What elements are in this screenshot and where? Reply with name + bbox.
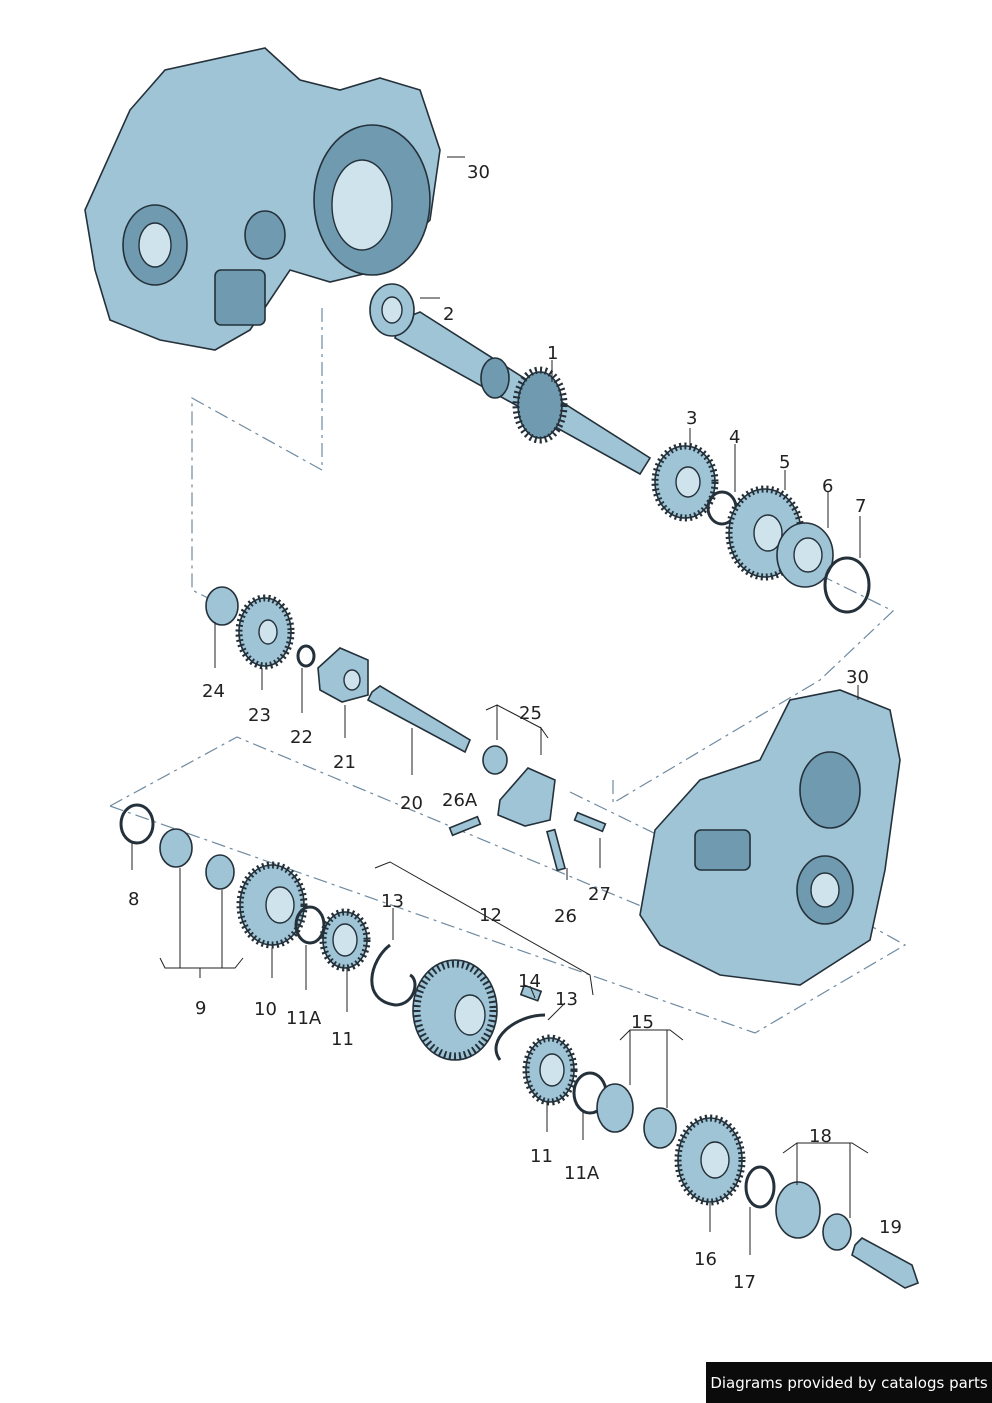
needle-bearing-15 [596,1083,677,1149]
circlip-22 [296,644,316,668]
synchro-ring-11b [522,1034,578,1106]
callout-11-lower: 11 [530,1146,553,1167]
gear-3 [651,442,719,522]
leader-lines [131,156,869,1255]
bolt-27 [573,811,607,833]
callout-11A-lower: 11A [564,1163,600,1184]
gearbox-housing-top [84,47,441,351]
callout-4: 4 [729,427,740,448]
callout-18: 18 [809,1126,832,1147]
assembly-lines [109,308,907,1034]
spring-13b [494,1013,546,1061]
callout-14: 14 [518,971,541,992]
callout-26: 26 [554,906,577,927]
callout-5: 5 [779,452,790,473]
ring-11A [294,905,326,945]
callout-13-right: 13 [555,989,578,1010]
callout-13-left: 13 [381,891,404,912]
callout-1: 1 [547,343,558,364]
callout-11A: 11A [286,1008,322,1029]
callout-26A: 26A [442,790,478,811]
callout-30-rear: 30 [846,667,869,688]
callout-12: 12 [479,905,502,926]
callout-19: 19 [879,1217,902,1238]
gear-10 [236,861,308,949]
callout-labels: 30 2 1 3 4 5 6 7 24 23 22 21 20 25 26A 2… [128,162,902,1293]
callout-20: 20 [400,793,423,814]
callout-2: 2 [443,304,454,325]
callout-3: 3 [686,408,697,429]
needle-bearing-9 [159,828,235,890]
callout-6: 6 [822,476,833,497]
synchro-hub-12 [412,959,498,1061]
spring-13 [370,943,417,1007]
callout-15: 15 [631,1012,654,1033]
shift-piece [497,767,556,827]
callout-27: 27 [588,884,611,905]
bush-25 [482,745,508,775]
callout-16: 16 [694,1249,717,1270]
synchro-ring-11 [319,908,371,972]
bearing-24 [205,586,239,626]
ring-7 [823,556,871,614]
bearing-18 [775,1181,852,1251]
callout-25: 25 [519,703,542,724]
callout-30-top: 30 [467,162,490,183]
input-shaft [394,311,652,476]
callout-7: 7 [855,496,866,517]
gear-16 [674,1114,746,1206]
gear-21 [317,647,369,703]
bolt-26A [448,815,482,837]
callout-11: 11 [331,1029,354,1050]
shaft-20 [366,685,472,754]
key-14 [519,984,543,1002]
credit-banner: Diagrams provided by catalogs parts [706,1362,992,1403]
callout-22: 22 [290,727,313,748]
callout-9: 9 [195,998,206,1019]
bolt-26 [545,828,567,872]
callout-8: 8 [128,889,139,910]
callout-10: 10 [254,999,277,1020]
callout-24: 24 [202,681,225,702]
callout-17: 17 [733,1272,756,1293]
gear-23 [235,594,295,670]
bolt-19 [851,1237,920,1289]
bearing-2 [369,283,415,337]
callout-21: 21 [333,752,356,773]
ring-17 [744,1165,776,1209]
gearbox-housing-rear [639,689,901,986]
ring-8 [119,803,155,845]
credit-text: Diagrams provided by catalogs parts [710,1373,988,1392]
callout-23: 23 [248,705,271,726]
bearing-6 [776,522,834,588]
